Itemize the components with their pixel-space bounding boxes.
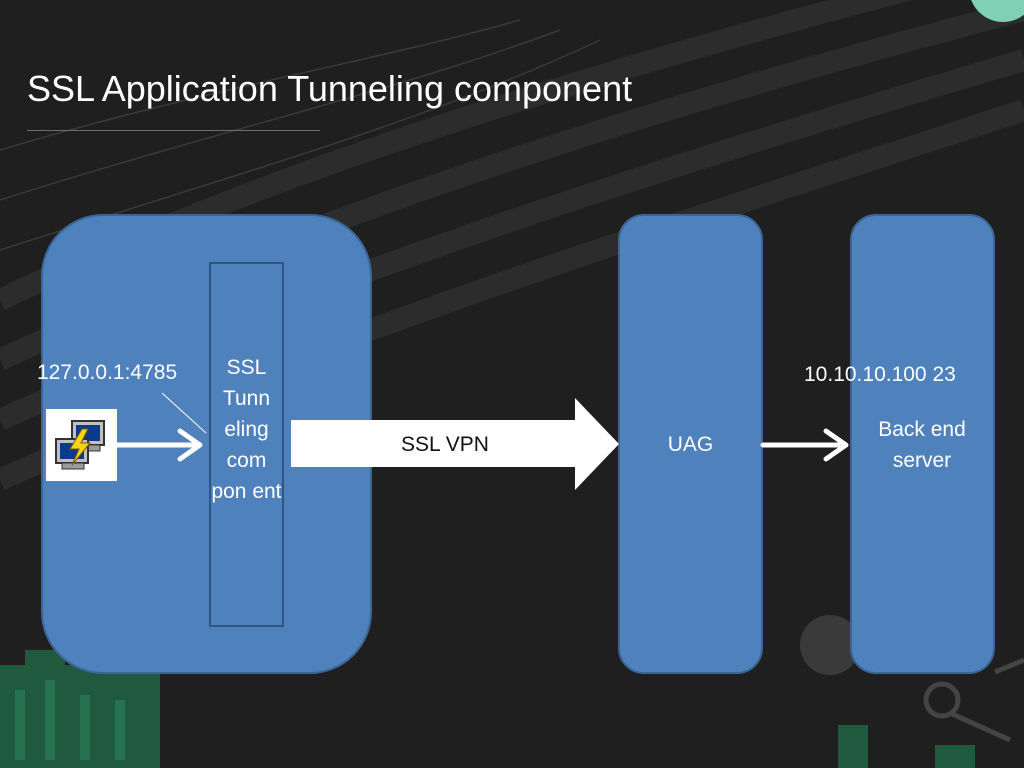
server-address-label: 10.10.10.100 23 [804,363,956,386]
uag-gateway-box [618,214,763,674]
client-address-label: 127.0.0.1:4785 [37,361,178,384]
slide-title: SSL Application Tunneling component [27,68,633,109]
putty-terminal-icon [46,409,117,481]
ssl-tunneling-component-box [209,262,284,627]
title-divider [27,130,320,131]
ssl-tunneling-component-label: SSL Tunn eling com pon ent [211,356,282,503]
uag-label: UAG [667,433,714,456]
backend-server-box [850,214,995,674]
ssl-vpn-label: SSL VPN [401,433,489,456]
backend-server-label: Back end server [878,418,966,472]
